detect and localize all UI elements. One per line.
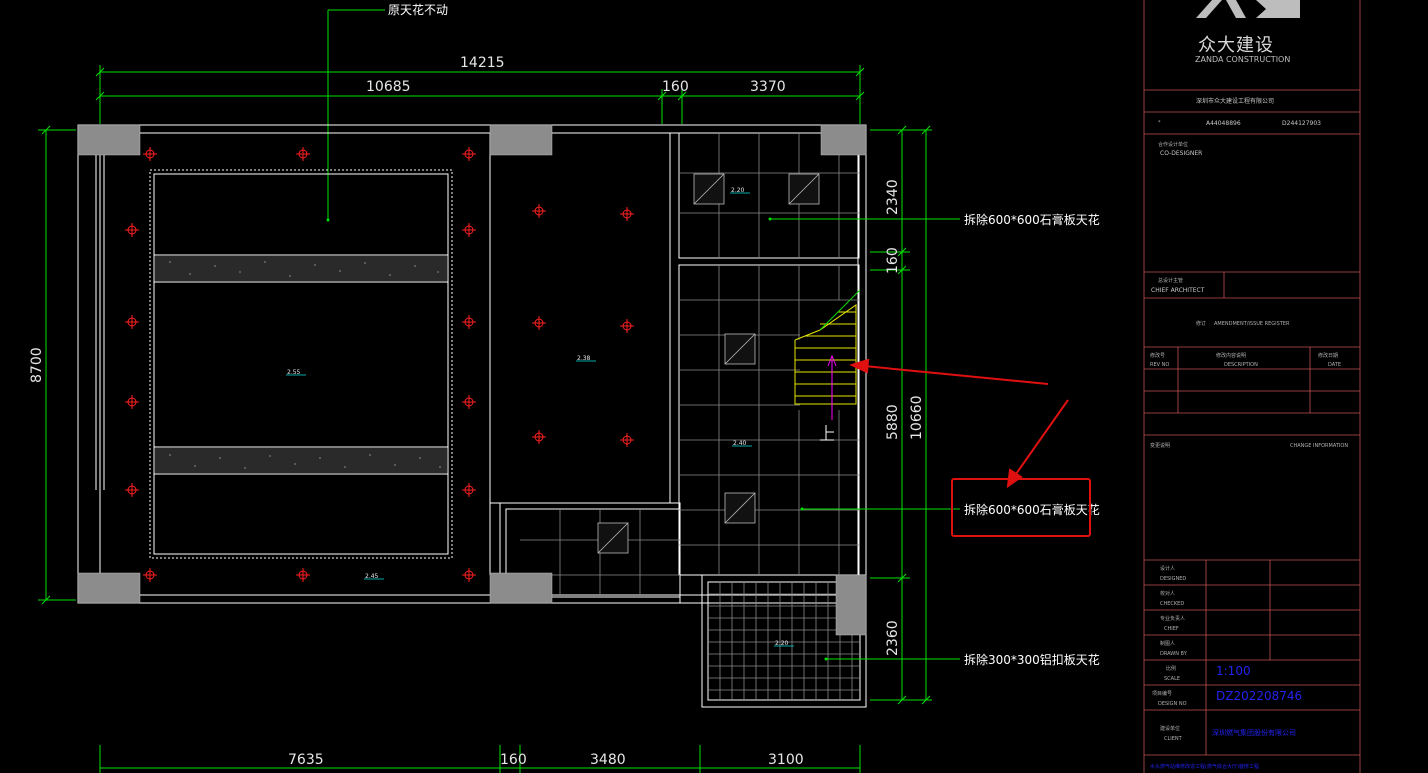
dim-bottom-2: 160 (500, 752, 527, 768)
logo-chinese: 众大建设 (1198, 35, 1274, 56)
stair (794, 289, 861, 405)
dim-right-2: 160 (885, 247, 901, 274)
svg-text:2.55: 2.55 (287, 369, 301, 376)
ceiling-vents (597, 173, 820, 554)
title-block (1143, 0, 1361, 773)
tb-project: 水头燃气站维修改造工程(燃气综合大厅)装修工程 (1150, 763, 1259, 770)
dim-top-seg2: 160 (662, 79, 689, 95)
dim-height: 8700 (29, 347, 45, 383)
stair-arrow (827, 354, 837, 420)
elevation-labels: 2.55 2.38 2.40 2.45 2.20 2.20 (287, 187, 789, 647)
tb-license-a: A44048896 (1206, 120, 1241, 127)
svg-text:DRAWN BY: DRAWN BY (1160, 651, 1188, 657)
tb-chief-cn: 总设计主管 (1158, 277, 1183, 284)
callout-leaders (770, 218, 960, 660)
svg-text:建设单位: 建设单位 (1160, 725, 1180, 732)
svg-text:SCALE: SCALE (1164, 676, 1180, 682)
svg-text:专业负责人: 专业负责人 (1160, 615, 1185, 622)
svg-text:2.20: 2.20 (731, 187, 745, 194)
tb-amend-en: AMENDMENT/ISSUE REGISTER (1214, 321, 1290, 327)
elevation-markers (286, 192, 794, 647)
tb-codesigner-cn: 合作设计单位 (1158, 141, 1188, 148)
floor-plan (77, 124, 867, 708)
logo-english: ZANDA CONSTRUCTION (1195, 55, 1290, 64)
dim-bottom-1: 7635 (288, 752, 324, 768)
tb-chief-en: CHIEF ARCHITECT (1151, 287, 1205, 294)
svg-text:DATE: DATE (1328, 362, 1341, 368)
tile-grid-right-mid (520, 265, 859, 597)
callout-3: 拆除300*300铝扣板天花 (964, 652, 1100, 667)
svg-text:制图人: 制图人 (1160, 640, 1175, 647)
svg-text:2.38: 2.38 (577, 355, 591, 362)
callout-2: 拆除600*600石膏板天花 (964, 502, 1100, 517)
svg-text:*: * (1158, 120, 1161, 126)
dim-right-overall: 10660 (909, 395, 925, 440)
dim-bottom-4: 3100 (768, 752, 804, 768)
tb-license-b: D244127903 (1282, 120, 1321, 127)
callout-1: 拆除600*600石膏板天花 (964, 212, 1100, 227)
company-logo-mark (1196, 0, 1300, 18)
svg-text:CLIENT: CLIENT (1164, 736, 1183, 742)
svg-text:项目编号: 项目编号 (1152, 690, 1172, 697)
svg-text:2.40: 2.40 (733, 440, 747, 447)
dim-right-3: 5880 (885, 404, 901, 440)
tb-codesigner-en: CO-DESIGNER (1160, 150, 1202, 157)
dim-bottom-3: 3480 (590, 752, 626, 768)
svg-text:修改日期: 修改日期 (1318, 352, 1338, 359)
hatch-strips (155, 256, 447, 473)
tb-client: 深圳燃气集团股份有限公司 (1212, 728, 1296, 737)
dim-overall-width: 14215 (460, 55, 505, 71)
svg-text:修改号: 修改号 (1150, 352, 1165, 359)
svg-text:变更说明: 变更说明 (1150, 442, 1170, 449)
dim-right-1: 2340 (885, 179, 901, 215)
svg-text:修改内容说明: 修改内容说明 (1216, 352, 1246, 359)
dimensions-top (95, 65, 865, 124)
dim-top-seg3: 3370 (750, 79, 786, 95)
dimensions-bottom (99, 745, 861, 773)
dim-right-4: 2360 (885, 620, 901, 656)
tb-company: 深圳市众大建设工程有限公司 (1196, 97, 1274, 105)
svg-text:REV NO: REV NO (1150, 362, 1169, 368)
highlight-arrows (849, 358, 1069, 489)
hatch-dots (169, 261, 441, 469)
highlight-box (951, 478, 1091, 537)
dimensions-right (870, 125, 932, 705)
svg-text:CHIEF: CHIEF (1164, 626, 1179, 632)
stair-up-symbol (820, 425, 834, 441)
svg-text:DESCRIPTION: DESCRIPTION (1224, 362, 1258, 368)
tb-scale-value: 1:100 (1216, 664, 1251, 678)
svg-text:CHANGE INFORMATION: CHANGE INFORMATION (1290, 443, 1348, 449)
dimension-left (38, 125, 76, 605)
ceiling-lights (125, 147, 634, 582)
svg-text:2.45: 2.45 (365, 573, 379, 580)
svg-text:校对人: 校对人 (1160, 590, 1175, 597)
tb-design-no: DZ202208746 (1216, 689, 1302, 703)
columns (77, 124, 867, 636)
dim-top-seg1: 10685 (366, 79, 411, 95)
tb-amend-cn: 修订 (1196, 320, 1206, 327)
svg-text:DESIGNED: DESIGNED (1160, 576, 1186, 582)
svg-text:CHECKED: CHECKED (1160, 601, 1184, 607)
svg-text:2.20: 2.20 (775, 640, 789, 647)
svg-text:DESIGN NO: DESIGN NO (1158, 701, 1187, 707)
top-note: 原天花不动 (388, 2, 448, 17)
svg-text:设计人: 设计人 (1160, 565, 1175, 572)
top-note-leader (327, 9, 385, 220)
svg-text:比例: 比例 (1166, 665, 1176, 672)
